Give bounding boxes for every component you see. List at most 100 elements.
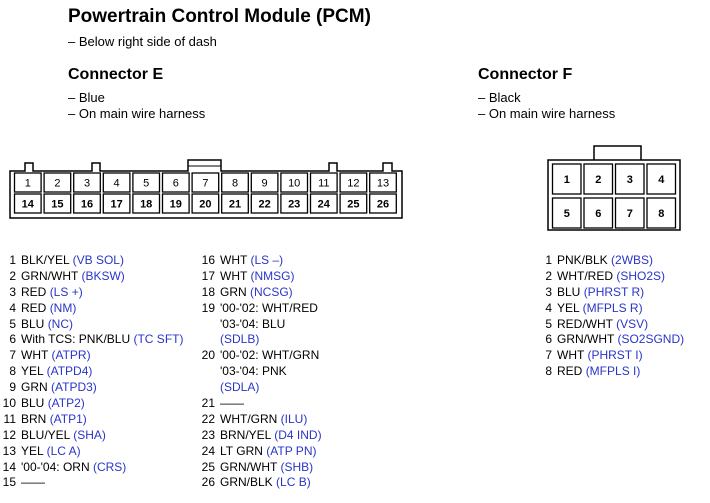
wire-color: WHT/RED bbox=[557, 268, 613, 283]
pin-list-row: 7 WHT (ATPR) bbox=[0, 348, 183, 364]
connector-f-pin-5-label: 5 bbox=[564, 208, 570, 220]
pin-number: 8 bbox=[545, 364, 552, 379]
connector-e-pin-10-cell bbox=[280, 172, 309, 193]
signal-code: (ILU) bbox=[280, 411, 308, 426]
signal-code: (SHO2S) bbox=[616, 268, 666, 283]
wire-color: '00-'02: WHT/RED bbox=[220, 300, 318, 315]
connector-e-pin-9-cell bbox=[250, 172, 279, 193]
signal-code: (ATP2) bbox=[47, 396, 85, 411]
connector-e-pin-25-label: 25 bbox=[347, 198, 359, 210]
connector-e-pin-14-label: 14 bbox=[22, 198, 35, 210]
connector-e-pin-2-label: 2 bbox=[54, 177, 60, 189]
pin-number: 6 bbox=[9, 332, 16, 347]
connector-e-pin-26-label: 26 bbox=[377, 198, 389, 210]
connector-e-pin-17-label: 17 bbox=[110, 198, 122, 210]
connector-e-pin-22-cell bbox=[250, 193, 279, 214]
connector-f-pin-5-cell bbox=[551, 197, 582, 229]
connector-e-pin-19-label: 19 bbox=[170, 198, 182, 210]
wire-color: RED bbox=[21, 284, 47, 299]
pin-number: 20 bbox=[201, 348, 215, 363]
connector-e-pin-7-label: 7 bbox=[202, 177, 208, 189]
signal-code: (PHRST I) bbox=[587, 348, 643, 363]
signal-code: (SDLB) bbox=[220, 332, 260, 347]
signal-code: (CRS) bbox=[92, 459, 127, 474]
connector-f-latch bbox=[593, 145, 642, 162]
connector-e-pin-19-cell bbox=[161, 193, 190, 214]
wire-color: WHT bbox=[220, 253, 248, 267]
pin-list-row: (SDLB) bbox=[199, 332, 322, 348]
signal-code: (SDLA) bbox=[220, 380, 260, 395]
connector-f-pin-8-cell bbox=[646, 197, 677, 229]
signal-code: (LC A) bbox=[46, 443, 81, 458]
connector-e-pin-5-label: 5 bbox=[143, 177, 149, 189]
connector-e-pin-21-cell bbox=[221, 193, 249, 214]
pin-number: 25 bbox=[201, 459, 215, 474]
pin-list-row: 19'00-'02: WHT/RED bbox=[199, 301, 322, 317]
connector-e-pin-22-label: 22 bbox=[258, 198, 270, 210]
pin-number: 5 bbox=[545, 316, 552, 331]
wire-color: RED bbox=[21, 300, 47, 315]
pin-number: 1 bbox=[545, 253, 552, 267]
signal-code: (ATPD4) bbox=[46, 364, 93, 379]
wire-color: BLU bbox=[557, 284, 581, 299]
signal-code: (PHRST R) bbox=[583, 284, 645, 299]
connector-e-harness-note: – On main wire harness bbox=[68, 106, 206, 121]
pin-number: 10 bbox=[2, 396, 16, 411]
pin-number: 12 bbox=[2, 427, 16, 442]
connector-e-pin-17-cell bbox=[102, 193, 131, 214]
connector-e-pin-24-cell bbox=[309, 193, 338, 214]
signal-code: (MFPLS R) bbox=[582, 300, 643, 315]
connector-e-pin-3-cell bbox=[73, 172, 101, 193]
pin-number: 11 bbox=[3, 411, 16, 426]
pin-list-row: (SDLA) bbox=[199, 380, 322, 396]
signal-code: (D4 IND) bbox=[274, 427, 322, 442]
connector-f-pin-3-cell bbox=[614, 163, 645, 195]
connector-e-pin-10-label: 10 bbox=[288, 177, 300, 189]
connector-e-pin-11-label: 11 bbox=[318, 177, 329, 189]
connector-f-pin-7-cell bbox=[614, 197, 645, 229]
connector-e-pin-26-cell bbox=[369, 193, 397, 214]
pin-number: 7 bbox=[9, 348, 16, 363]
connector-f-pin-8-label: 8 bbox=[658, 208, 664, 220]
signal-code: (NC) bbox=[47, 316, 74, 331]
connector-e-pin-16-label: 16 bbox=[81, 198, 93, 210]
connector-e-pin-14-cell bbox=[13, 193, 42, 214]
pin-number: 22 bbox=[201, 411, 215, 426]
connector-e-color-note: – Blue bbox=[68, 90, 105, 105]
wire-color: GRN/WHT bbox=[557, 332, 615, 347]
connector-e-pin-8-cell bbox=[221, 172, 249, 193]
pin-number: 17 bbox=[201, 268, 215, 283]
connector-e-pin-25-cell bbox=[339, 193, 368, 214]
connector-e-pin-1-cell bbox=[13, 172, 42, 193]
signal-code: (SO2SGND) bbox=[617, 332, 685, 347]
wire-color: BLU bbox=[21, 396, 45, 411]
connector-e-pin-12-label: 12 bbox=[347, 177, 359, 189]
connector-e-pin-7-cell bbox=[191, 172, 220, 193]
wire-color: WHT bbox=[21, 348, 49, 363]
wire-color: BLK/YEL bbox=[21, 253, 70, 267]
wire-color: BLU/YEL bbox=[21, 427, 70, 442]
pin-number: 14 bbox=[2, 459, 16, 474]
location-note: – Below right side of dash bbox=[68, 34, 217, 49]
connector-e-pin-13-cell bbox=[369, 172, 397, 193]
signal-code: (ATPR) bbox=[51, 348, 91, 363]
signal-code: (NCSG) bbox=[250, 284, 293, 299]
connector-e-pin-18-cell bbox=[132, 193, 161, 214]
signal-code: (LS +) bbox=[49, 284, 83, 299]
connector-e-pin-20-label: 20 bbox=[199, 198, 211, 210]
